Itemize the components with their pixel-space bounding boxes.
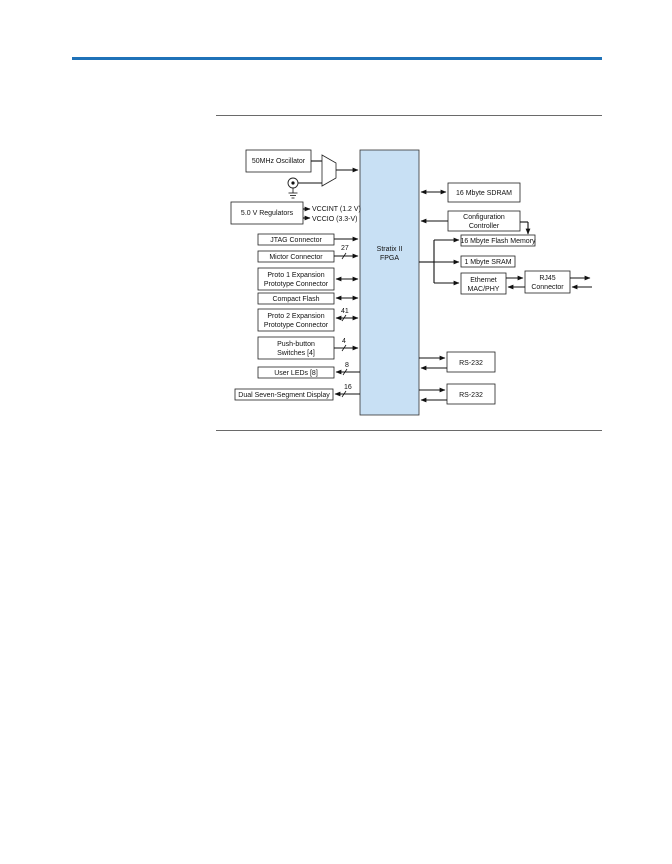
header-rule	[72, 57, 602, 60]
rj45-label-line2: Connector	[531, 284, 564, 291]
vccint-label: VCCINT (1.2 V)	[312, 206, 361, 213]
rs232-block-2: RS-232	[446, 383, 496, 405]
configuration-controller-block: Configuration Controller	[447, 210, 521, 232]
compact-flash-label: Compact Flash	[272, 296, 319, 303]
ethernet-label-line2: MAC/PHY	[468, 286, 500, 293]
proto2-connector-block: Proto 2 Expansion Prototype Connector	[257, 308, 335, 332]
seven-segment-bus-width: 16	[344, 384, 352, 391]
rj45-connector-block: RJ45 Connector	[524, 270, 571, 294]
proto1-label-line1: Proto 1 Expansion	[267, 272, 324, 279]
vccio-label: VCCIO (3.3-V)	[312, 216, 358, 223]
sdram-block: 16 Mbyte SDRAM	[447, 182, 521, 203]
flash-memory-block: 16 Mbyte Flash Memory	[460, 234, 536, 247]
sdram-label: 16 Mbyte SDRAM	[456, 190, 512, 197]
pushbutton-bus-width: 4	[342, 338, 346, 345]
rs232-label-1: RS-232	[459, 360, 483, 367]
fpga-block: Stratix II FPGA	[359, 149, 420, 416]
user-leds-label: User LEDs [8]	[274, 370, 318, 377]
proto2-label-line2: Prototype Connector	[264, 322, 329, 329]
rs232-block-1: RS-232	[446, 351, 496, 373]
mictor-connector-block: Mictor Connector	[257, 250, 335, 263]
figure-top-rule	[216, 115, 602, 116]
pushbutton-label-line1: Push-button	[277, 341, 315, 348]
config-label-line2: Controller	[469, 223, 500, 230]
fpga-label-line1: Stratix II	[377, 246, 403, 253]
user-leds-block: User LEDs [8]	[257, 366, 335, 379]
leds-bus-width: 8	[345, 362, 349, 369]
pushbutton-label-line2: Switches [4]	[277, 350, 315, 357]
proto2-bus-width: 41	[341, 308, 349, 315]
mictor-bus-width: 27	[341, 245, 349, 252]
mictor-label: Mictor Connector	[269, 254, 323, 261]
sram-label: 1 Mbyte SRAM	[464, 259, 511, 266]
flash-label: 16 Mbyte Flash Memory	[460, 238, 536, 245]
jtag-label: JTAG Connector	[270, 237, 322, 244]
oscillator-block: 50MHz Oscillator	[245, 149, 312, 173]
ethernet-block: Ethernet MAC/PHY	[460, 272, 507, 295]
seven-segment-display-block: Dual Seven-Segment Display	[234, 388, 334, 401]
regulators-label: 5.0 V Regulators	[241, 210, 294, 217]
rs232-label-2: RS-232	[459, 392, 483, 399]
oscillator-label: 50MHz Oscillator	[252, 158, 306, 165]
pushbutton-switches-block: Push-button Switches [4]	[257, 336, 335, 360]
seven-segment-label: Dual Seven-Segment Display	[238, 392, 330, 399]
proto1-label-line2: Prototype Connector	[264, 281, 329, 288]
compact-flash-block: Compact Flash	[257, 292, 335, 305]
fpga-label-line2: FPGA	[380, 255, 399, 262]
jtag-connector-block: JTAG Connector	[257, 233, 335, 246]
config-label-line1: Configuration	[463, 214, 505, 221]
sram-block: 1 Mbyte SRAM	[460, 255, 516, 268]
clock-mux-shape	[321, 154, 337, 187]
proto1-connector-block: Proto 1 Expansion Prototype Connector	[257, 267, 335, 291]
ethernet-label-line1: Ethernet	[470, 277, 497, 284]
figure-bottom-rule	[216, 430, 602, 431]
regulators-block: 5.0 V Regulators	[230, 201, 304, 225]
rj45-label-line1: RJ45	[539, 275, 555, 282]
sma-clock-input-icon	[287, 177, 322, 199]
proto2-label-line1: Proto 2 Expansion	[267, 313, 324, 320]
